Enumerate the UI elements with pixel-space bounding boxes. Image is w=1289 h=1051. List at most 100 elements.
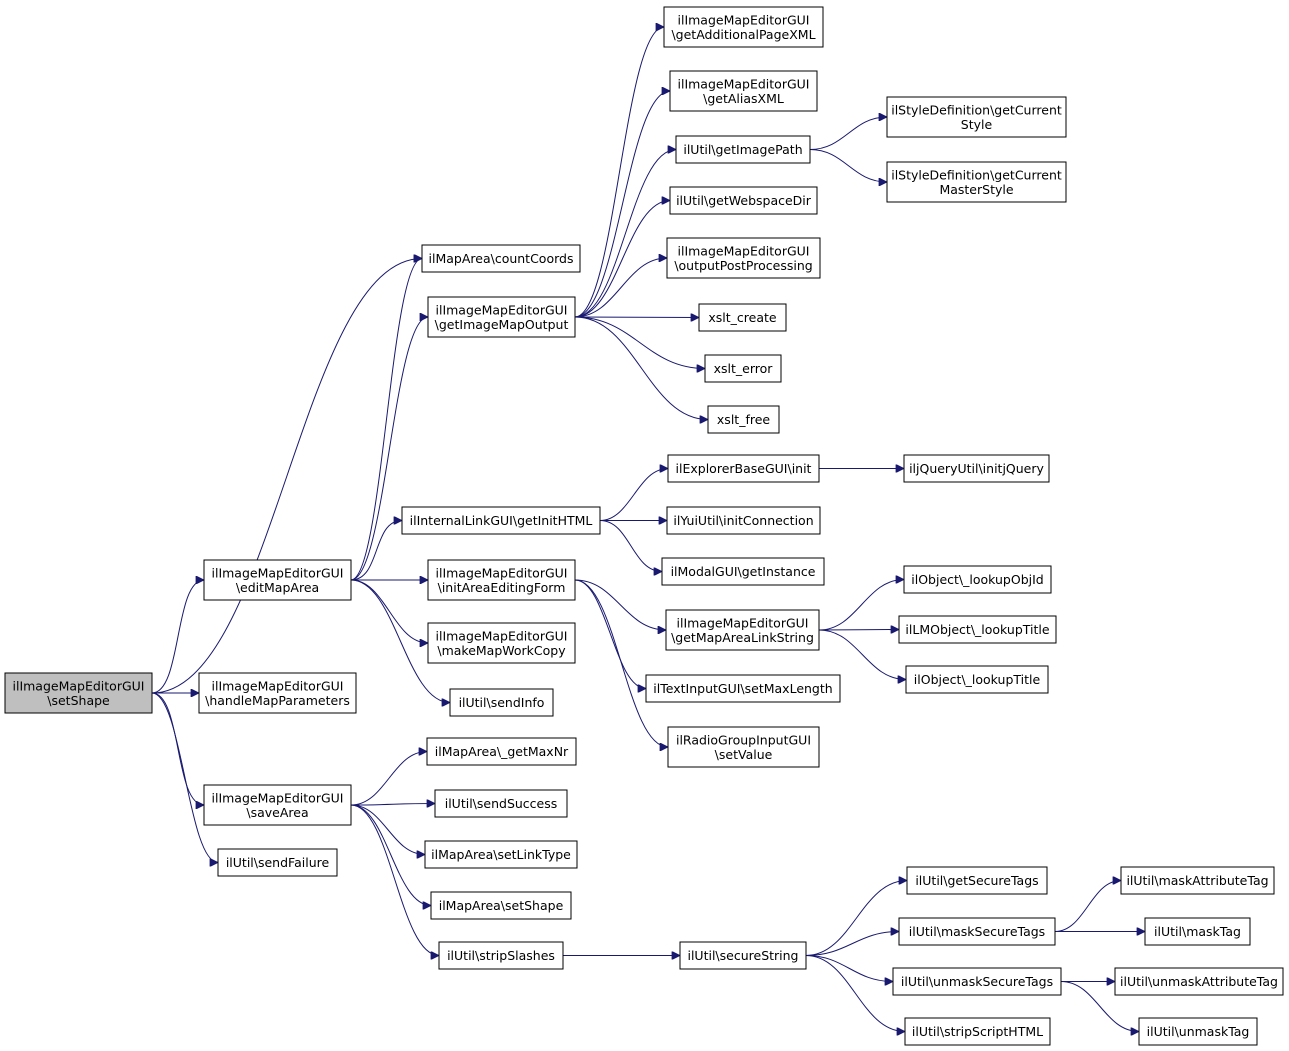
node-box-xsltFree[interactable] [707,405,780,434]
node-box-getAdditionalPageXML[interactable] [663,6,824,48]
node-box-stripScriptHTML[interactable] [904,1017,1051,1046]
node-lmLookupTitle[interactable]: ilLMObject\_lookupTitle [898,615,1057,644]
node-box-initjQuery[interactable] [903,454,1050,483]
node-xsltFree[interactable]: xslt_free [707,405,780,434]
node-label-handleMapParameters-1: \handleMapParameters [205,693,350,708]
node-mapAreaSetShape[interactable]: ilMapArea\setShape [430,891,572,920]
edge-getMapAreaLinkString-to-lookupObjId [818,580,904,631]
node-label-secureString-0: ilUtil\secureString [687,948,798,963]
node-box-countCoords[interactable] [421,244,581,273]
node-label-lmLookupTitle-0: ilLMObject\_lookupTitle [905,622,1049,637]
node-box-getImagePath[interactable] [675,135,811,164]
edge-editMapArea-to-getInitHTML [350,521,402,581]
node-unmaskTag[interactable]: ilUtil\unmaskTag [1138,1017,1258,1046]
node-box-explorerInit[interactable] [667,454,820,483]
node-box-getWebspaceDir[interactable] [669,186,818,215]
node-box-saveArea[interactable] [203,784,352,826]
node-box-sendInfo[interactable] [449,688,554,717]
node-box-unmaskTag[interactable] [1138,1017,1258,1046]
node-box-maskAttributeTag[interactable] [1120,866,1275,895]
node-box-getCurrentStyle[interactable] [886,96,1067,138]
node-getInitHTML[interactable]: ilInternalLinkGUI\getInitHTML [401,506,601,535]
node-stripScriptHTML[interactable]: ilUtil\stripScriptHTML [904,1017,1051,1046]
node-initConnection[interactable]: ilYuiUtil\initConnection [666,506,821,535]
node-box-getAliasXML[interactable] [669,70,818,112]
node-box-radioSetValue[interactable] [667,726,820,768]
node-maskTag[interactable]: ilUtil\maskTag [1144,917,1251,946]
node-setLinkType[interactable]: ilMapArea\setLinkType [424,840,578,869]
node-box-setMaxLength[interactable] [645,674,841,703]
node-setMaxLength[interactable]: ilTextInputGUI\setMaxLength [645,674,841,703]
nodes-layer: ilImageMapEditorGUI\setShape ilImageMapEd… [4,6,1284,1046]
node-saveArea[interactable]: ilImageMapEditorGUI\saveArea [203,784,352,826]
node-box-maskTag[interactable] [1144,917,1251,946]
node-setShape[interactable]: ilImageMapEditorGUI\setShape [4,672,153,714]
node-box-outputPostProcessing[interactable] [666,237,821,279]
node-sendInfo[interactable]: ilUtil\sendInfo [449,688,554,717]
node-box-getInstance[interactable] [661,557,825,586]
node-getAliasXML[interactable]: ilImageMapEditorGUI\getAliasXML [669,70,818,112]
edge-saveArea-to-sendSuccess [350,804,435,806]
node-stripSlashes[interactable]: ilUtil\stripSlashes [438,941,564,970]
node-box-getMaxNr[interactable] [426,737,577,766]
node-getInstance[interactable]: ilModalGUI\getInstance [661,557,825,586]
node-radioSetValue[interactable]: ilRadioGroupInputGUI\setValue [667,726,820,768]
node-box-stripSlashes[interactable] [438,941,564,970]
edge-setShape-to-saveArea [151,692,204,805]
node-explorerInit[interactable]: ilExplorerBaseGUI\init [667,454,820,483]
node-box-handleMapParameters[interactable] [198,672,357,714]
node-box-secureString[interactable] [679,941,807,970]
node-box-getMapAreaLinkString[interactable] [665,609,820,651]
edge-editMapArea-to-makeMapWorkCopy [350,579,428,643]
node-box-mapAreaSetShape[interactable] [430,891,572,920]
node-box-initConnection[interactable] [666,506,821,535]
node-getSecureTags[interactable]: ilUtil\getSecureTags [906,866,1048,895]
node-box-getSecureTags[interactable] [906,866,1048,895]
node-box-getImageMapOutput[interactable] [427,296,576,338]
node-getAdditionalPageXML[interactable]: ilImageMapEditorGUI\getAdditionalPageXML [663,6,824,48]
node-box-unmaskAttributeTag[interactable] [1114,967,1284,996]
node-xsltCreate[interactable]: xslt_create [698,303,787,332]
node-box-editMapArea[interactable] [203,559,352,601]
node-box-initAreaEditingForm[interactable] [427,559,576,601]
node-editMapArea[interactable]: ilImageMapEditorGUI\editMapArea [203,559,352,601]
node-maskSecureTags[interactable]: ilUtil\maskSecureTags [898,917,1056,946]
node-box-setShape[interactable] [4,672,153,714]
node-maskAttributeTag[interactable]: ilUtil\maskAttributeTag [1120,866,1275,895]
node-getImageMapOutput[interactable]: ilImageMapEditorGUI\getImageMapOutput [427,296,576,338]
node-getWebspaceDir[interactable]: ilUtil\getWebspaceDir [669,186,818,215]
node-box-lookupObjId[interactable] [903,565,1052,594]
node-secureString[interactable]: ilUtil\secureString [679,941,807,970]
node-outputPostProcessing[interactable]: ilImageMapEditorGUI\outputPostProcessing [666,237,821,279]
node-box-sendSuccess[interactable] [434,789,568,818]
node-box-makeMapWorkCopy[interactable] [427,622,576,664]
node-lookupObjId[interactable]: ilObject\_lookupObjId [903,565,1052,594]
node-box-xsltError[interactable] [704,354,782,383]
node-initAreaEditingForm[interactable]: ilImageMapEditorGUI\initAreaEditingForm [427,559,576,601]
node-box-maskSecureTags[interactable] [898,917,1056,946]
node-box-lmLookupTitle[interactable] [898,615,1057,644]
node-box-getCurrentMasterStyle[interactable] [886,161,1067,203]
node-box-unmaskSecureTags[interactable] [892,967,1062,996]
node-box-getInitHTML[interactable] [401,506,601,535]
node-xsltError[interactable]: xslt_error [704,354,782,383]
node-box-xsltCreate[interactable] [698,303,787,332]
node-makeMapWorkCopy[interactable]: ilImageMapEditorGUI\makeMapWorkCopy [427,622,576,664]
node-objLookupTitle[interactable]: ilObject\_lookupTitle [905,665,1049,694]
node-handleMapParameters[interactable]: ilImageMapEditorGUI\handleMapParameters [198,672,357,714]
node-getMapAreaLinkString[interactable]: ilImageMapEditorGUI\getMapAreaLinkString [665,609,820,651]
node-getMaxNr[interactable]: ilMapArea\_getMaxNr [426,737,577,766]
node-sendSuccess[interactable]: ilUtil\sendSuccess [434,789,568,818]
node-getImagePath[interactable]: ilUtil\getImagePath [675,135,811,164]
node-unmaskAttributeTag[interactable]: ilUtil\unmaskAttributeTag [1114,967,1284,996]
node-box-sendFailure[interactable] [217,848,338,877]
node-countCoords[interactable]: ilMapArea\countCoords [421,244,581,273]
node-initjQuery[interactable]: iljQueryUtil\initjQuery [903,454,1050,483]
node-label-getInstance-0: ilModalGUI\getInstance [671,564,816,579]
node-box-objLookupTitle[interactable] [905,665,1049,694]
node-box-setLinkType[interactable] [424,840,578,869]
node-unmaskSecureTags[interactable]: ilUtil\unmaskSecureTags [892,967,1062,996]
node-sendFailure[interactable]: ilUtil\sendFailure [217,848,338,877]
